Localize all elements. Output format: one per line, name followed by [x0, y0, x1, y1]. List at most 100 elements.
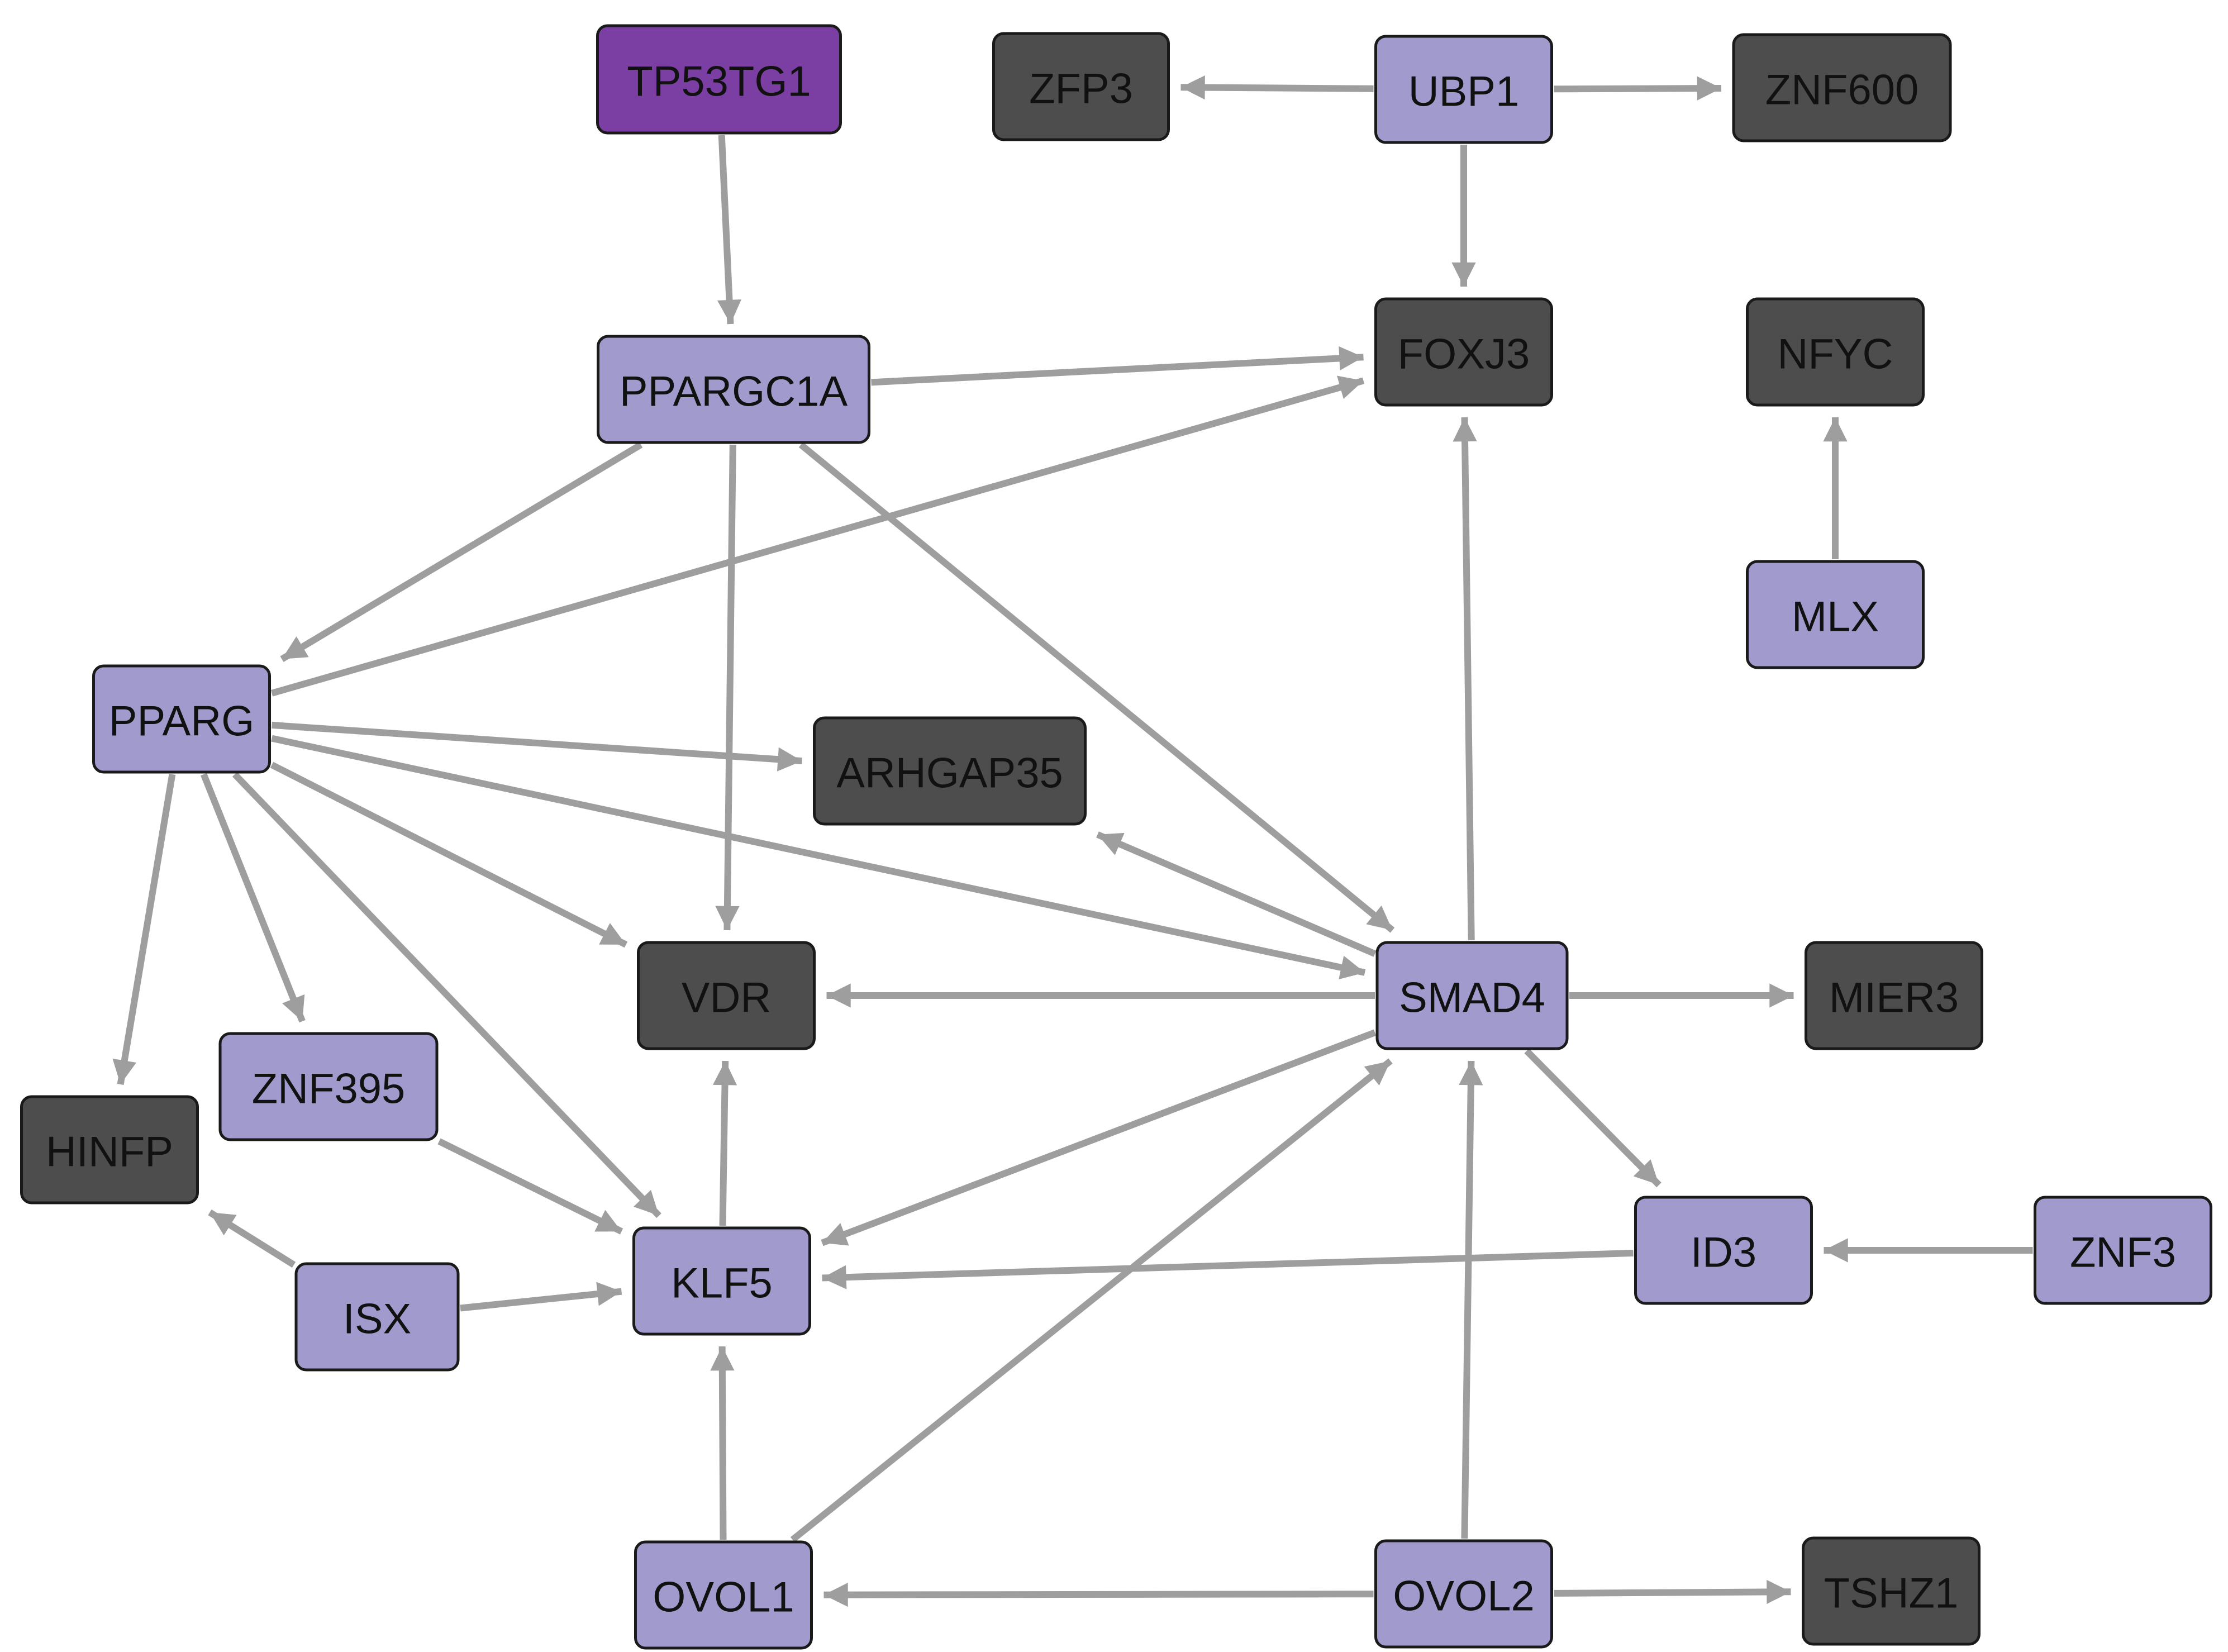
node-label: UBP1 [1408, 68, 1520, 116]
node-arhgap35[interactable]: ARHGAP35 [813, 716, 1087, 826]
node-box [634, 1540, 813, 1650]
node-ppargc1a[interactable]: PPARGC1A [597, 335, 870, 444]
edge-line [1524, 1048, 1662, 1188]
edge-pparg-to-smad4 [271, 735, 1366, 979]
node-tp53tg1[interactable]: TP53TG1 [596, 24, 842, 135]
edge-line [1459, 1060, 1483, 1539]
node-box [597, 335, 870, 444]
node-hinfp[interactable]: HINFP [20, 1095, 199, 1205]
edge-line [1180, 75, 1374, 100]
edge-smad4-to-arhgap35 [1096, 831, 1377, 957]
node-label: ARHGAP35 [836, 750, 1063, 797]
node-znf600[interactable]: ZNF600 [1732, 33, 1952, 142]
node-tshz1[interactable]: TSHZ1 [1802, 1536, 1981, 1646]
edge-ppargc1a-to-vdr [715, 444, 740, 931]
edge-line [460, 1282, 622, 1312]
edge-ovol2-to-ovol1 [823, 1583, 1374, 1607]
edge-id3-to-klf5 [822, 1250, 1634, 1289]
node-label: PPARG [109, 698, 254, 745]
edge-line [1096, 831, 1377, 957]
node-ubp1[interactable]: UBP1 [1374, 35, 1553, 144]
edge-smad4-to-foxj3 [1453, 417, 1477, 941]
node-mlx[interactable]: MLX [1746, 560, 1925, 669]
node-label: SMAD4 [1399, 974, 1545, 1022]
edge-ubp1-to-zfp3 [1180, 75, 1374, 100]
node-mier3[interactable]: MIER3 [1805, 941, 1983, 1050]
node-box [218, 1032, 439, 1141]
node-vdr[interactable]: VDR [637, 941, 816, 1050]
edges-layer [112, 75, 2033, 1607]
node-label: PPARGC1A [620, 368, 848, 416]
edge-znf395-to-klf5 [437, 1138, 623, 1235]
edge-line [1554, 1579, 1791, 1605]
node-box [1374, 35, 1553, 144]
node-label: ISX [343, 1296, 412, 1343]
node-label: HINFP [46, 1129, 173, 1176]
edge-klf5-to-vdr [712, 1060, 737, 1226]
edge-pparg-to-arhgap35 [272, 721, 802, 772]
node-box [1732, 33, 1952, 142]
node-ovol1[interactable]: OVOL1 [634, 1540, 813, 1650]
node-zfp3[interactable]: ZFP3 [992, 32, 1170, 141]
edge-line [112, 774, 176, 1085]
node-label: OVOL1 [653, 1574, 794, 1621]
node-smad4[interactable]: SMAD4 [1375, 941, 1569, 1050]
node-label: OVOL2 [1393, 1573, 1534, 1620]
edge-pparg-to-hinfp [112, 774, 176, 1085]
edge-ovol2-to-smad4 [1459, 1060, 1483, 1539]
node-klf5[interactable]: KLF5 [632, 1226, 811, 1336]
node-box [632, 1226, 811, 1336]
node-label: TSHZ1 [1824, 1570, 1959, 1617]
edge-line [208, 1209, 296, 1268]
edge-isx-to-hinfp [208, 1209, 296, 1268]
node-box [20, 1095, 199, 1205]
node-id3[interactable]: ID3 [1634, 1196, 1813, 1305]
node-box [1634, 1196, 1813, 1305]
edge-line [437, 1138, 623, 1235]
node-label: ID3 [1691, 1229, 1756, 1277]
edge-line [272, 721, 802, 772]
edge-line [1453, 417, 1477, 941]
edge-smad4-to-id3 [1524, 1048, 1662, 1188]
node-box [992, 32, 1170, 141]
node-box [637, 941, 816, 1050]
edge-line [871, 346, 1364, 386]
edge-ovol1-to-klf5 [710, 1346, 735, 1540]
node-label: ZNF395 [252, 1065, 406, 1113]
edge-ovol2-to-tshz1 [1554, 1579, 1791, 1605]
edge-pparg-to-foxj3 [270, 375, 1365, 697]
edge-ppargc1a-to-smad4 [798, 442, 1395, 933]
edge-line [821, 1029, 1377, 1246]
node-label: FOXJ3 [1398, 331, 1530, 378]
edge-pparg-to-vdr [270, 761, 628, 948]
node-box [1375, 941, 1569, 1050]
node-isx[interactable]: ISX [294, 1262, 460, 1372]
node-box [1374, 1539, 1553, 1649]
node-label: ZFP3 [1029, 65, 1133, 113]
node-nfyc[interactable]: NFYC [1746, 297, 1925, 407]
node-label: TP53TG1 [627, 58, 811, 106]
node-znf3[interactable]: ZNF3 [2034, 1196, 2212, 1305]
node-foxj3[interactable]: FOXJ3 [1374, 297, 1553, 407]
node-znf395[interactable]: ZNF395 [218, 1032, 439, 1141]
edge-tp53tg1-to-ppargc1a [717, 135, 742, 325]
edge-line [271, 735, 1366, 979]
node-box [1374, 297, 1553, 407]
node-ovol2[interactable]: OVOL2 [1374, 1539, 1553, 1649]
node-box [813, 716, 1087, 826]
node-box [294, 1262, 460, 1372]
node-label: KLF5 [671, 1260, 773, 1307]
edge-line [717, 135, 742, 325]
edge-line [270, 375, 1365, 697]
node-box [92, 664, 271, 774]
node-box [1746, 297, 1925, 407]
node-box [596, 24, 842, 135]
edge-smad4-to-klf5 [821, 1029, 1377, 1246]
edge-line [270, 761, 628, 948]
edge-line [232, 772, 661, 1218]
node-box [2034, 1196, 2212, 1305]
node-label: MLX [1792, 593, 1879, 641]
node-pparg[interactable]: PPARG [92, 664, 271, 774]
